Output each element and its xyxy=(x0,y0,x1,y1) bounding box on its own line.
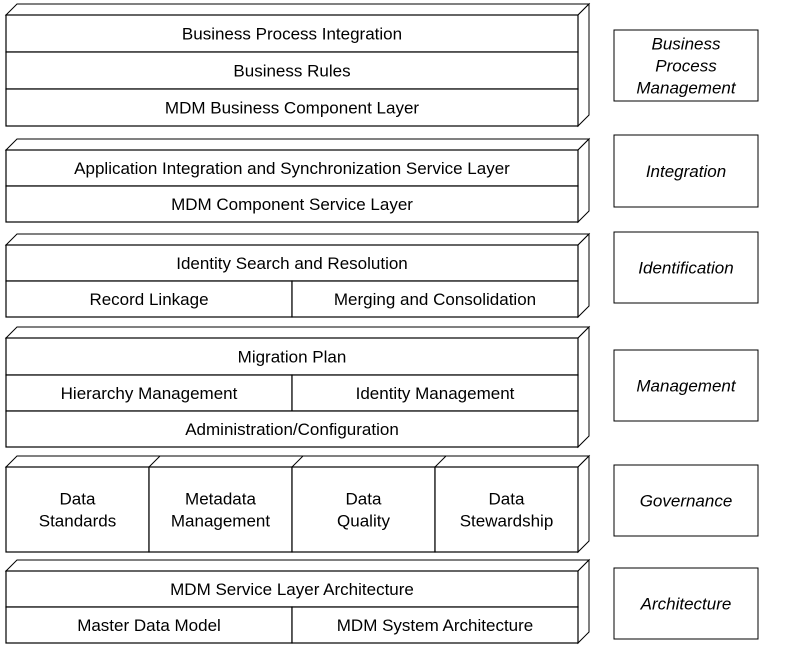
category-box-bpm xyxy=(613,29,759,102)
component-label: MDM Business Component Layer xyxy=(165,99,420,118)
component-box xyxy=(5,51,579,90)
component-label: Standards xyxy=(39,512,117,531)
category-box-identification xyxy=(613,231,759,304)
category-box-integration xyxy=(613,134,759,208)
component-box xyxy=(5,14,579,53)
component-box xyxy=(5,606,293,644)
component-label: Master Data Model xyxy=(77,616,221,635)
component-label: Business Process Integration xyxy=(182,25,402,44)
component-label: Hierarchy Management xyxy=(61,384,238,403)
category-label: Management xyxy=(636,377,737,396)
component-box xyxy=(291,606,579,644)
component-label: Stewardship xyxy=(460,512,554,531)
component-box xyxy=(5,466,150,553)
depth-divider xyxy=(434,455,447,468)
category-box-governance xyxy=(613,464,759,537)
layer-top-face xyxy=(4,233,591,246)
layer-side-face xyxy=(577,2,590,128)
layer-side-face xyxy=(577,137,590,224)
category-label: Business xyxy=(652,35,721,54)
category-box-architecture xyxy=(613,567,759,640)
category-label: Governance xyxy=(640,492,733,511)
layer-top-face xyxy=(4,326,591,339)
component-label: MDM Service Layer Architecture xyxy=(170,580,414,599)
component-label: Merging and Consolidation xyxy=(334,290,536,309)
component-box xyxy=(291,466,436,553)
component-box xyxy=(148,466,293,553)
category-label: Architecture xyxy=(640,595,732,614)
component-box xyxy=(5,280,293,318)
component-label: Administration/Configuration xyxy=(185,420,399,439)
component-label: MDM System Architecture xyxy=(337,616,534,635)
category-label: Integration xyxy=(646,162,726,181)
layer-integration: Application Integration and Synchronizat… xyxy=(4,137,591,224)
component-label: Identity Search and Resolution xyxy=(176,254,408,273)
component-label: Quality xyxy=(337,512,390,531)
component-label: Management xyxy=(171,512,271,531)
layer-top-face xyxy=(4,3,591,16)
category-label: Identification xyxy=(638,259,733,278)
component-label: Application Integration and Synchronizat… xyxy=(74,159,510,178)
depth-divider xyxy=(291,455,304,468)
component-label: Data xyxy=(346,490,382,509)
component-box xyxy=(5,88,579,127)
component-box xyxy=(291,280,579,318)
component-label: Data xyxy=(489,490,525,509)
component-label: Data xyxy=(60,490,96,509)
component-label: Business Rules xyxy=(233,62,350,81)
component-box xyxy=(5,244,579,282)
category-label: Process xyxy=(655,57,717,76)
category-box-management xyxy=(613,349,759,422)
layer-side-face xyxy=(577,232,590,319)
category-label: Management xyxy=(636,79,737,98)
component-box xyxy=(5,410,579,448)
layer-top-face xyxy=(4,138,591,151)
layer-side-face xyxy=(577,558,590,645)
component-box xyxy=(291,374,579,412)
component-label: Record Linkage xyxy=(89,290,208,309)
component-label: Metadata xyxy=(185,490,256,509)
component-box xyxy=(5,337,579,376)
depth-divider xyxy=(148,455,161,468)
component-label: Identity Management xyxy=(356,384,515,403)
component-box xyxy=(5,185,579,223)
layer-top-face xyxy=(4,559,591,572)
component-box xyxy=(434,466,579,553)
layer-side-face xyxy=(577,454,590,554)
component-label: MDM Component Service Layer xyxy=(171,195,413,214)
component-label: Migration Plan xyxy=(238,348,347,367)
layer-side-face xyxy=(577,325,590,449)
